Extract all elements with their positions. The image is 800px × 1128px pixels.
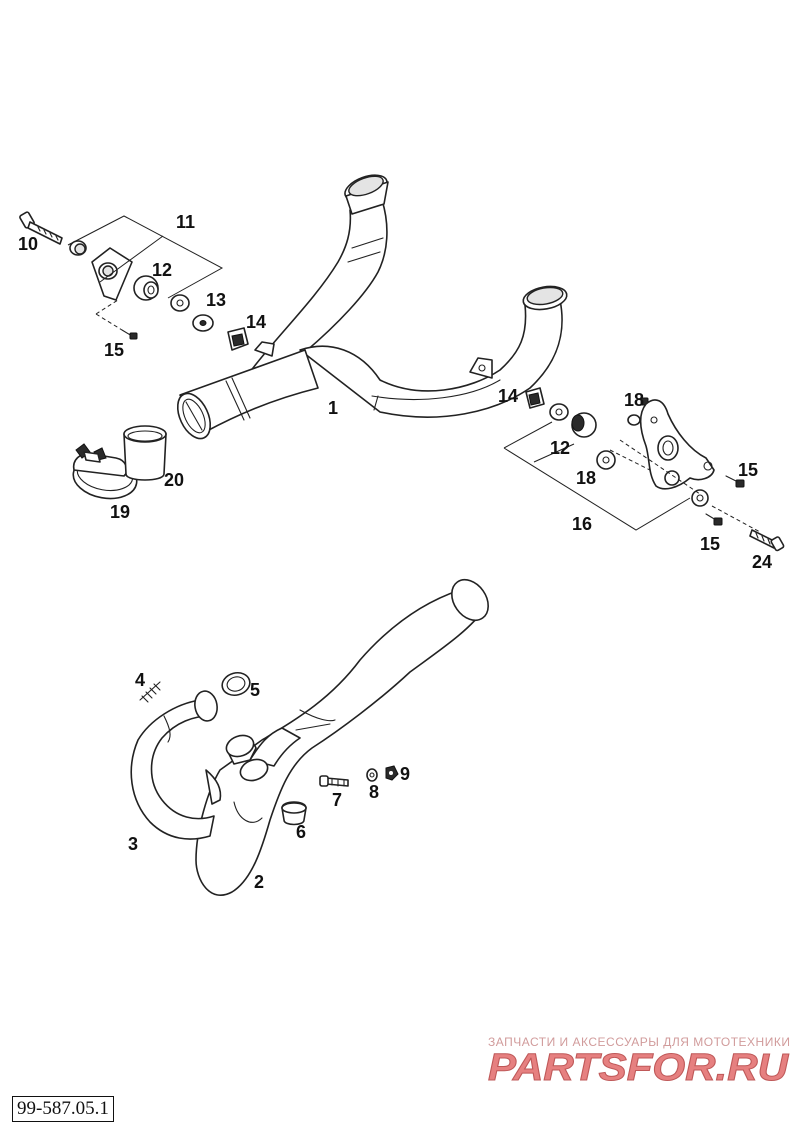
callout-5: 5 [250, 680, 260, 700]
y-collector-pipe-part-1 [176, 174, 568, 440]
callout-13: 13 [206, 290, 226, 310]
bolt-part-24 [749, 529, 785, 552]
washer-part-18-near-bracket [691, 489, 709, 507]
gasket-ring-part-5 [221, 671, 251, 697]
washer-part-13 [192, 314, 214, 332]
rubber-grommet-part-12-right [571, 412, 597, 438]
spacer-part-18-lower [596, 450, 616, 470]
callout-15-right-lower: 15 [700, 534, 720, 554]
sleeve-gasket-part-20 [123, 425, 167, 481]
clip-nut-part-14-left [227, 327, 249, 351]
callout-24: 24 [752, 552, 772, 572]
callout-20: 20 [164, 470, 184, 490]
watermark-tagline: ЗАПЧАСТИ И АКСЕССУАРЫ ДЛЯ МОТОТЕХНИКИ [488, 1035, 790, 1049]
callout-labels: 1 2 3 4 5 6 7 8 9 10 11 12 13 14 15 14 1… [18, 212, 772, 892]
rubber-grommet-part-12-left [133, 275, 159, 301]
callout-14-right: 14 [498, 386, 518, 406]
washer-right-part [549, 403, 569, 421]
spring-part-4 [139, 681, 161, 703]
callout-2: 2 [254, 872, 264, 892]
washer-small-part-left [170, 294, 190, 312]
callout-15-right-upper: 15 [738, 460, 758, 480]
callout-1: 1 [328, 398, 338, 418]
callout-7: 7 [332, 790, 342, 810]
callout-18-upper: 18 [624, 390, 644, 410]
bolt-part-7 [319, 775, 349, 787]
callout-12-right: 12 [550, 438, 570, 458]
nut-part-9 [385, 765, 399, 781]
footrest-bracket-part-16 [639, 399, 715, 490]
callout-8: 8 [369, 782, 379, 802]
watermark: ЗАПЧАСТИ И АКСЕССУАРЫ ДЛЯ МОТОТЕХНИКИ PA… [488, 1035, 791, 1090]
callout-3: 3 [128, 834, 138, 854]
washer-part-8 [366, 768, 378, 782]
screw-part-15-right-upper [725, 475, 745, 488]
header-pipe-part-2 [195, 578, 489, 896]
callout-19: 19 [110, 502, 130, 522]
sleeve-part-6 [281, 801, 307, 826]
bracket-plate-part-11 [91, 247, 133, 301]
callout-16: 16 [572, 514, 592, 534]
callout-4: 4 [135, 670, 145, 690]
callout-15-left: 15 [104, 340, 124, 360]
watermark-logo: PARTSFOR.RU [488, 1047, 790, 1089]
clip-nut-part-14-right [525, 387, 545, 409]
screw-part-15-left [121, 329, 138, 340]
callout-10: 10 [18, 234, 38, 254]
callout-9: 9 [400, 764, 410, 784]
callout-11: 11 [176, 212, 195, 232]
callout-18-lower: 18 [576, 468, 596, 488]
callout-12-left: 12 [152, 260, 172, 280]
document-number: 99-587.05.1 [12, 1096, 114, 1122]
bolt-part-10 [19, 211, 63, 245]
callout-6: 6 [296, 822, 306, 842]
screw-part-15-right-lower [705, 513, 723, 526]
washer-left-part [69, 240, 87, 256]
callout-14-left: 14 [246, 312, 266, 332]
header-pipe-part-3 [130, 690, 257, 840]
spacer-part-18-upper [627, 397, 649, 426]
